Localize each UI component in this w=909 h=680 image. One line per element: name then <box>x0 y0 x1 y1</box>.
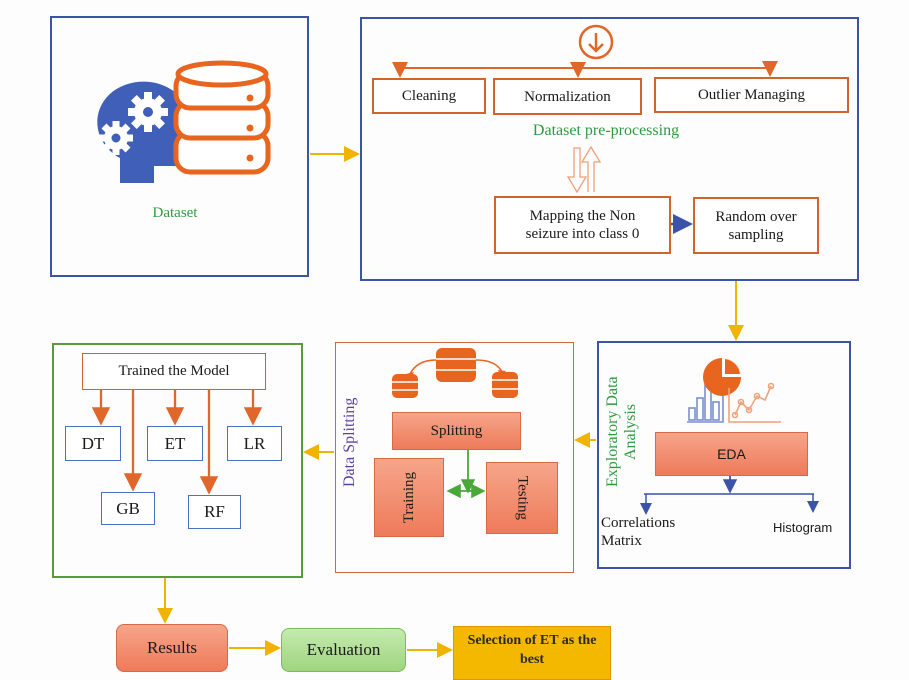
correlations-matrix-label: Correlations Matrix <box>601 515 676 549</box>
dataset-panel <box>50 16 309 277</box>
eda-box: EDA <box>655 432 808 476</box>
model-et: ET <box>147 426 203 461</box>
database-icon <box>492 372 518 398</box>
training-panel <box>52 343 303 578</box>
splitting-box: Splitting <box>392 412 521 450</box>
gear-icon <box>99 121 133 155</box>
dataset-icon <box>97 60 271 183</box>
oversampling-step: Random over sampling <box>693 197 819 254</box>
model-dt: DT <box>65 426 121 461</box>
selection-label: Selection of ET as the best <box>467 633 597 667</box>
eda-panel <box>597 341 851 569</box>
cleaning-step: Cleaning <box>372 78 486 114</box>
split-database-icon <box>392 348 518 398</box>
head-silhouette <box>97 81 196 183</box>
splitting-title: Data Splitting <box>341 397 358 487</box>
results-box: Results <box>116 624 228 672</box>
preprocessing-title: Dataset pre-processing <box>532 122 680 139</box>
pie-chart-icon <box>703 358 741 396</box>
analytics-chart-icon <box>687 358 781 423</box>
evaluation-label: Evaluation <box>306 640 381 659</box>
preprocessing-panel <box>360 17 859 281</box>
eda-title: Exploratory Data Analysis <box>604 372 700 492</box>
database-icon <box>173 60 271 175</box>
testing-box: Testing <box>486 462 558 534</box>
model-gb: GB <box>101 492 155 525</box>
trained-model-box: Trained the Model <box>82 353 266 390</box>
eda-title-text: Exploratory Data Analysis <box>604 376 639 488</box>
eda-box-label: EDA <box>717 446 746 462</box>
selection-box: Selection of ET as the best <box>453 626 611 680</box>
model-rf: RF <box>188 495 241 529</box>
training-box: Training <box>374 458 444 537</box>
evaluation-box: Evaluation <box>281 628 406 672</box>
model-lr: LR <box>227 426 282 461</box>
database-icon <box>436 348 476 382</box>
testing-label: Testing <box>514 476 531 520</box>
outlier-managing-step: Outlier Managing <box>654 77 849 113</box>
database-icon <box>392 374 418 398</box>
splitting-panel <box>335 342 574 573</box>
histogram-label: Histogram <box>773 520 833 535</box>
mapping-step: Mapping the Non seizure into class 0 <box>494 196 671 254</box>
splitting-box-label: Splitting <box>430 422 483 439</box>
results-label: Results <box>146 638 198 657</box>
line-chart-icon <box>728 382 781 423</box>
dataset-label: Dataset <box>152 205 198 221</box>
training-label: Training <box>400 471 417 524</box>
gear-icon <box>128 92 168 132</box>
normalization-step: Normalization <box>493 78 642 115</box>
